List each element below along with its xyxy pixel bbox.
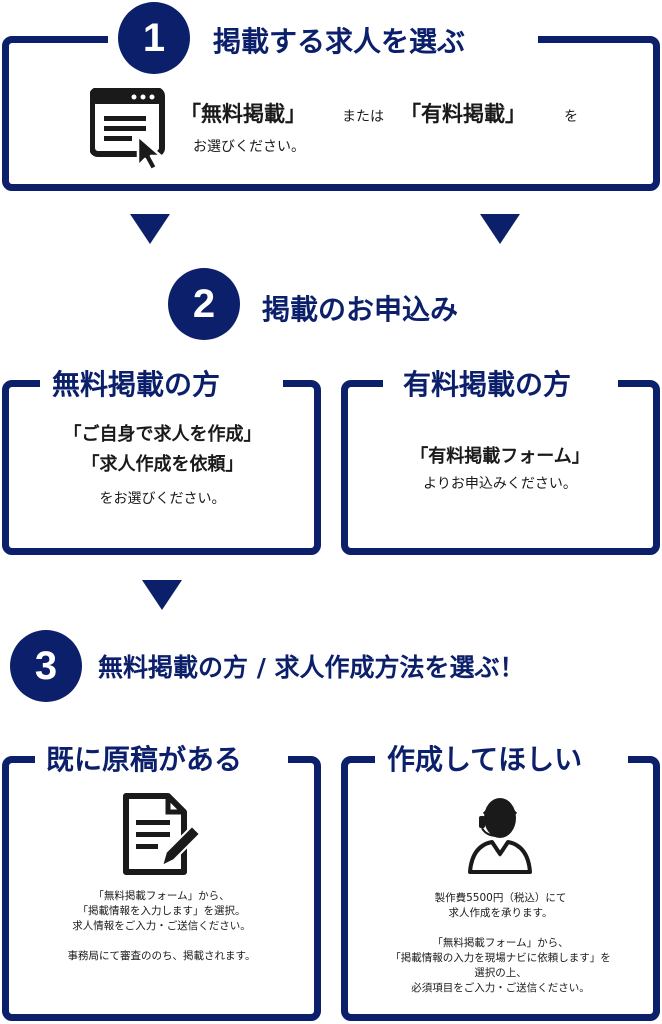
right-box-heading-gap — [375, 752, 628, 766]
right-line-4: 「無料掲載フォーム」から、 — [432, 937, 569, 949]
right-line-6: 選択の上、 — [474, 967, 527, 979]
step1-title: 掲載する求人を選ぶ — [213, 25, 466, 58]
have-manuscript-title: 既に原稿がある — [46, 743, 243, 776]
document-edit-icon — [123, 793, 202, 875]
free-box-heading-gap — [40, 376, 283, 390]
right-line-5: 「掲載情報の入力を現場ナビに依頼します」を — [390, 952, 611, 964]
option-particle: を — [564, 109, 578, 125]
left-line-4 — [20, 933, 303, 948]
left-box-lines: 「無料掲載フォーム」から、 「掲載情報を入力します」を選択。 求人情報をご入力・… — [20, 888, 303, 963]
paid-box-line2: よりお申込みください。 — [423, 476, 577, 492]
right-line-7: 必須項目をご入力・ご送信ください。 — [411, 982, 590, 994]
right-line-1: 製作費5500円（税込）にて — [434, 892, 567, 904]
left-line-2: 「掲載情報を入力します」を選択。 — [77, 905, 246, 917]
step2-number-badge: 2 — [168, 268, 240, 340]
free-box-title: 無料掲載の方 — [52, 368, 221, 401]
arrow-down-right — [480, 214, 520, 244]
request-creation-title: 作成してほしい — [387, 743, 583, 776]
paid-box-title: 有料掲載の方 — [403, 368, 572, 401]
right-line-3 — [355, 920, 646, 935]
left-box-heading-gap — [35, 752, 288, 766]
right-box-lines: 製作費5500円（税込）にて 求人作成を承ります。 「無料掲載フォーム」から、 … — [355, 890, 646, 995]
step2-title: 掲載のお申込み — [262, 293, 459, 326]
left-line-5: 事務局にて審査ののち、掲載されます。 — [67, 950, 256, 962]
arrow-down-step3 — [142, 580, 182, 610]
right-line-2: 求人作成を承ります。 — [448, 907, 553, 919]
step1-number-badge: 1 — [118, 2, 190, 74]
paid-box-line1: 「有料掲載フォーム」 — [410, 446, 590, 467]
option-connector: または — [342, 109, 384, 125]
paid-box-heading-gap — [383, 376, 618, 390]
step1-heading-gap — [108, 32, 538, 46]
free-box-line3: をお選びください。 — [99, 491, 226, 507]
step3-number-badge: 3 — [10, 630, 82, 702]
step3-title: 無料掲載の方 / 求人作成方法を選ぶ！ — [98, 653, 525, 682]
step1-instruction: お選びください。 — [193, 139, 305, 155]
option-paid-label: 「有料掲載」 — [400, 102, 526, 126]
free-listing-box — [2, 380, 321, 555]
free-box-line2: 「求人作成を依頼」 — [81, 454, 244, 475]
left-line-3: 求人情報をご入力・ご送信ください。 — [72, 920, 251, 932]
left-line-1: 「無料掲載フォーム」から、 — [93, 890, 230, 902]
option-free-label: 「無料掲載」 — [180, 102, 306, 126]
free-box-line1: 「ご自身で求人を作成」 — [63, 424, 262, 445]
operator-headset-icon — [468, 798, 532, 874]
arrow-down-left — [130, 214, 170, 244]
have-manuscript-box — [2, 756, 321, 1021]
browser-cursor-icon — [90, 88, 165, 172]
